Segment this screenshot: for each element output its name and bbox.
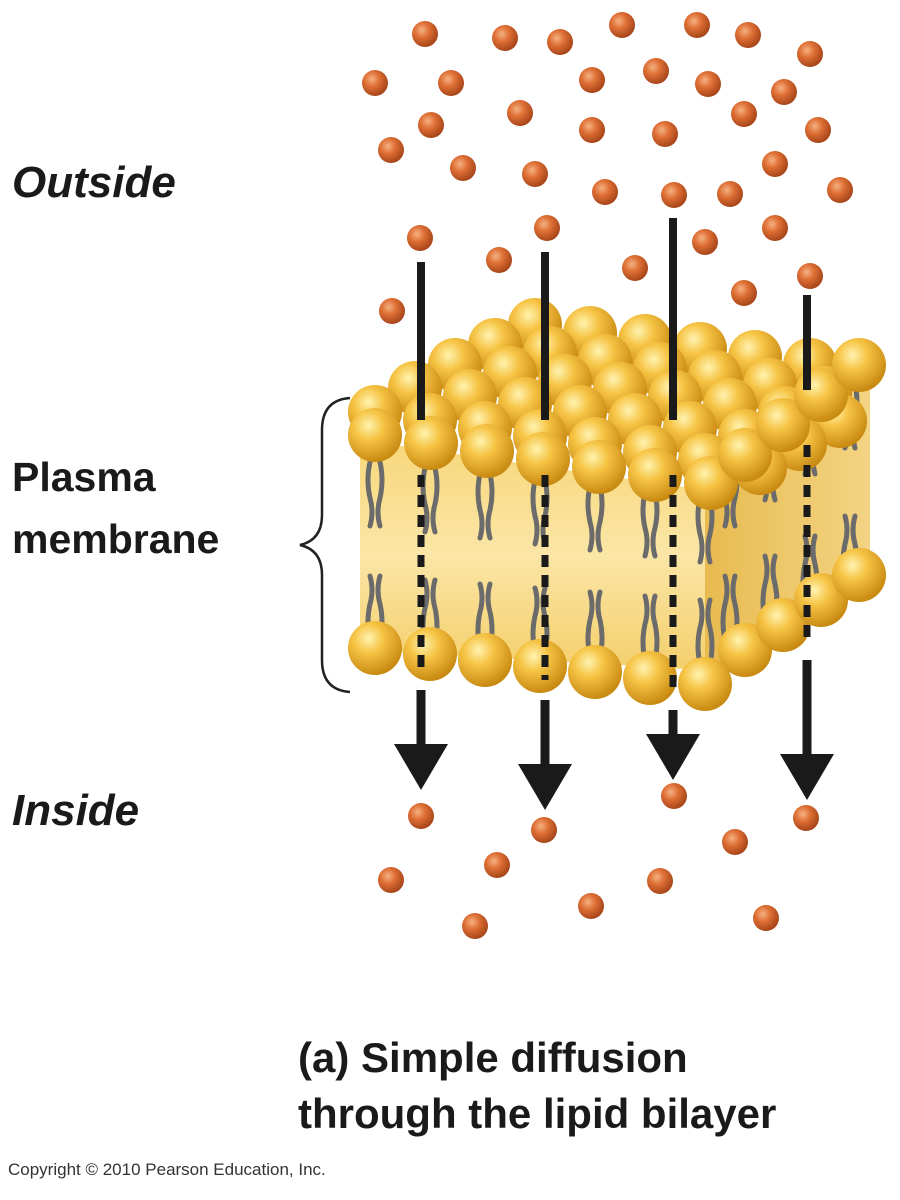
arrowhead [780,754,834,800]
solute-molecule [731,101,757,127]
solute-molecule [805,117,831,143]
solute-molecule [408,803,434,829]
solute-molecule [609,12,635,38]
solute-molecule [450,155,476,181]
solute-molecule [661,783,687,809]
solute-molecule [578,893,604,919]
lipid-tail [595,483,605,553]
lipid-tail [640,593,650,663]
solute-molecule [378,137,404,163]
solute-molecule [717,181,743,207]
solute-molecule [579,117,605,143]
phospholipid-head [832,548,886,602]
solute-molecule [522,161,548,187]
phospholipid-head [568,645,622,699]
phospholipid-head [404,416,458,470]
phospholipid-head [348,621,402,675]
lipid-tail [650,593,660,663]
solute-molecule [484,852,510,878]
lipid-tail [695,597,705,667]
arrowhead [646,734,700,780]
solute-molecule [438,70,464,96]
solute-molecule [827,177,853,203]
solute-molecule [762,151,788,177]
phospholipid-head [348,408,402,462]
solute-molecule [622,255,648,281]
solute-molecule [362,70,388,96]
lipid-tail [485,471,495,541]
inside-label: Inside [12,786,140,835]
caption-line1: Simple diffusion [361,1034,688,1081]
arrowhead [518,764,572,810]
solute-molecule [753,905,779,931]
lipid-tail [530,477,540,547]
lipid-tail [695,495,705,565]
lipid-tail [705,597,715,667]
membrane-label-line1: Plasma [12,454,156,500]
solute-molecule [695,71,721,97]
solute-molecule [592,179,618,205]
lipid-tail [720,573,730,643]
solute-molecule [579,67,605,93]
membrane-bracket [299,396,351,694]
solute-molecule [797,263,823,289]
solute-molecule [486,247,512,273]
membrane-label-line2: membrane [12,516,220,562]
solute-molecule [692,229,718,255]
solute-molecule [531,817,557,843]
phospholipid-head [458,633,512,687]
solute-molecule [735,22,761,48]
lipid-tail [595,589,605,659]
solute-molecule [731,280,757,306]
lipid-tail [650,489,660,559]
lipid-tail [365,459,375,529]
solute-molecule [462,913,488,939]
bilayer-interior [360,440,705,670]
arrowhead [394,744,448,790]
solute-molecule [534,215,560,241]
plasma-membrane-label: Plasma membrane [12,446,219,570]
lipid-tail [640,489,650,559]
solute-molecule [379,298,405,324]
caption-letter: (a) [298,1034,350,1081]
figure-caption: (a) Simple diffusion through the lipid b… [298,1030,776,1142]
solute-molecule [722,829,748,855]
solute-molecule [797,41,823,67]
solute-molecule [793,805,819,831]
solute-molecule [647,868,673,894]
phospholipid-head [572,440,626,494]
phospholipid-head [460,424,514,478]
outside-label: Outside [12,158,176,207]
lipid-tail [430,465,440,535]
solute-molecule [407,225,433,251]
solute-molecule [412,21,438,47]
lipid-bilayer [348,298,886,711]
solute-molecule [492,25,518,51]
solute-molecule [418,112,444,138]
solute-molecule [661,182,687,208]
solute-molecule [771,79,797,105]
lipid-tail [475,471,485,541]
phospholipid-head [623,651,677,705]
phospholipid-head [678,657,732,711]
solute-molecule [547,29,573,55]
lipid-tail [375,459,385,529]
diffusion-arrows [394,218,834,810]
copyright-notice: Copyright © 2010 Pearson Education, Inc. [8,1160,326,1179]
lipid-tail [585,589,595,659]
lipid-tail [585,483,595,553]
solute-molecule [643,58,669,84]
solute-molecule [684,12,710,38]
phospholipid-head [832,338,886,392]
solute-molecule [762,215,788,241]
caption-line2: through the lipid bilayer [298,1090,777,1137]
solute-molecule [378,867,404,893]
solute-molecule [652,121,678,147]
solute-molecule [507,100,533,126]
phospholipid-head [513,639,567,693]
phospholipid-head [403,627,457,681]
